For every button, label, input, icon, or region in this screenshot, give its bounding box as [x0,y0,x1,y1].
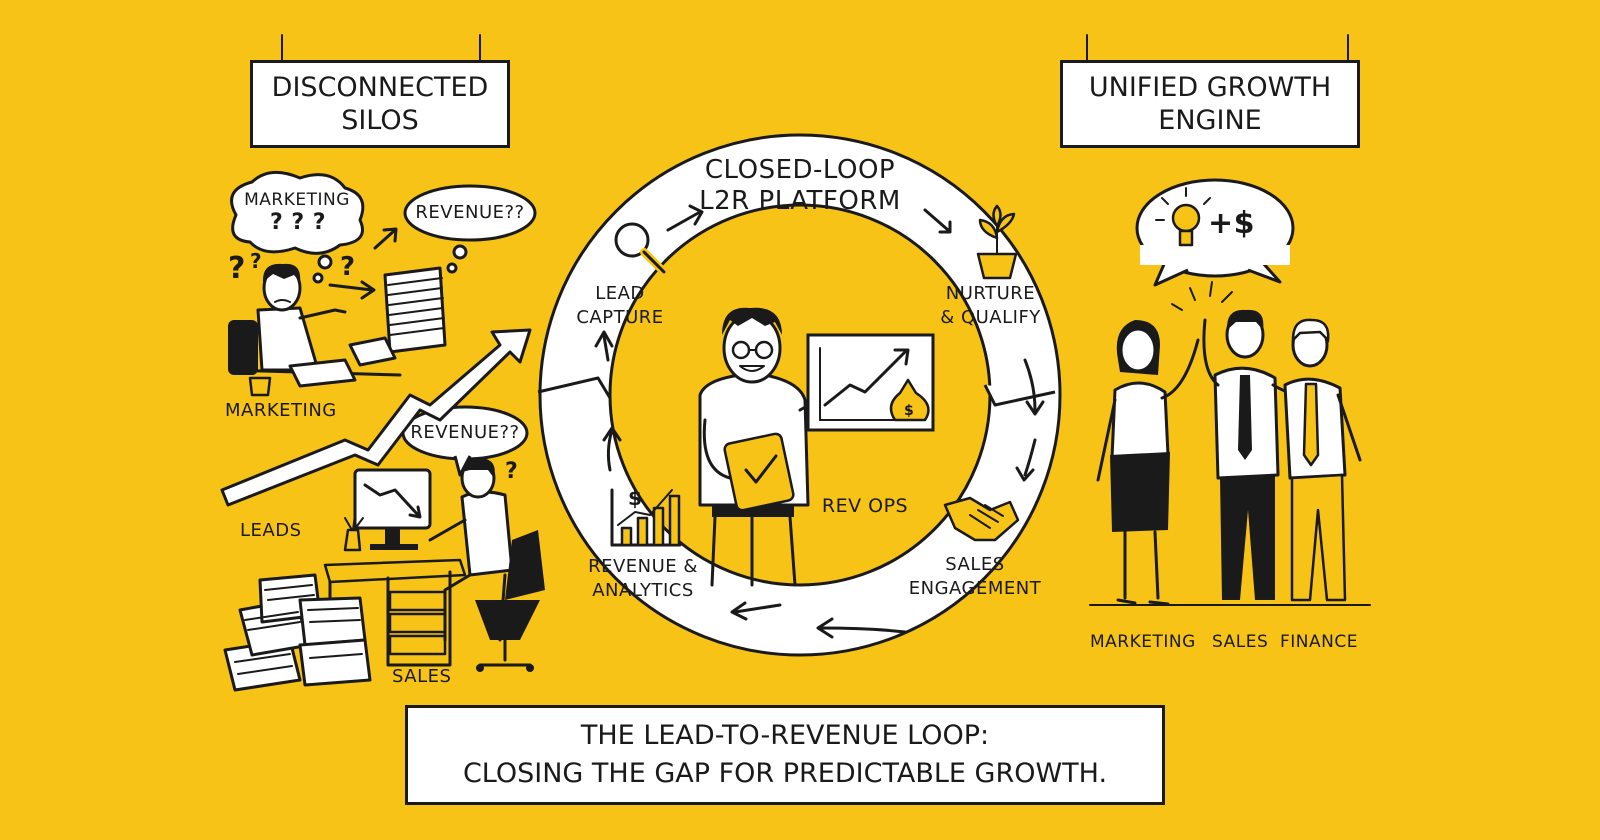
svg-text:?: ? [250,249,262,273]
money-bag-icon: $ [889,378,930,422]
stage-revenue-line1: Revenue & [588,556,698,577]
banner-line2: Closing the Gap for Predictable Growth. [462,758,1108,789]
revenue-speech-bubble-top [403,184,537,274]
loop-flow-arrows [594,204,1045,639]
left-title-line1: Disconnected [271,72,489,103]
right-title-line2: Engine [1158,105,1262,136]
left-label-marketing: Marketing [225,400,337,421]
stage-sales-line1: Sales [945,554,1005,575]
right-title-sign: Unified Growth Engine [1060,60,1360,148]
svg-text:?: ? [228,251,245,286]
lightbulb-icon [1155,187,1211,247]
handshake-icon [943,496,1020,542]
svg-text:$: $ [628,486,642,510]
sales-person [323,457,545,672]
plant-icon [976,204,1018,280]
left-label-leads: Leads [240,520,302,541]
team-label-finance: Finance [1280,632,1358,652]
stage-lead-capture-line2: Capture [576,307,664,328]
svg-text:?: ? [505,459,518,484]
stage-sales-line2: Engagement [908,578,1042,599]
svg-text:?: ? [340,252,355,282]
revenue-speech-bubble-mid [401,405,529,477]
team-figures [1089,309,1371,606]
bubble-revenue-top-label: Revenue?? [415,202,525,223]
left-title-line2: Silos [341,105,419,136]
bottom-banner: The Lead-to-Revenue Loop: Closing the Ga… [405,705,1165,805]
bubble-marketing-label: Marketing [244,190,350,210]
bar-chart-icon: $ [610,486,682,547]
magnifier-icon [614,222,668,276]
stage-revenue-analytics: Revenue & Analytics [578,555,708,603]
loop-title-line2: L2R Platform [699,186,901,216]
paper-stack [348,266,447,367]
rev-ops-figure [698,307,862,587]
bubble-revenue-mid-label: Revenue?? [410,422,520,443]
loop-title-line1: Closed-Loop [704,155,896,185]
left-small-arrows [328,227,398,300]
svg-text:$: $ [904,403,914,419]
stage-revenue-line2: Analytics [592,580,694,601]
stage-nurture-line2: & Qualify [940,307,1041,328]
team-label-marketing: Marketing [1090,632,1196,652]
stage-sales-engagement: Sales Engagement [900,553,1050,601]
team-label-sales: Sales [1212,632,1269,652]
growth-bubble-text: +$ [1208,206,1256,241]
marketing-thought-bubble [230,170,365,284]
stage-lead-capture-line1: Lead [595,283,645,304]
bubble-marketing-marks: ? ? ? [269,210,327,235]
stage-nurture-line1: Nurture [945,283,1036,304]
question-marks: ? ? ? ? [228,249,518,484]
growth-chart-board: $ [806,333,935,432]
right-title-line1: Unified Growth [1088,72,1332,103]
left-label-sales: Sales [392,666,452,687]
banner-line1: The Lead-to-Revenue Loop: [580,720,990,751]
marketing-person [228,263,402,397]
celebration-sparks [1171,281,1233,311]
left-title-sign: Disconnected Silos [250,60,510,148]
stage-lead-capture: Lead Capture [565,282,675,330]
growth-speech-bubble [1135,178,1295,287]
stage-nurture-qualify: Nurture & Qualify [928,282,1053,330]
broken-growth-arrow [220,328,532,507]
leads-paper-pile [223,573,372,692]
hub-label-rev-ops: Rev Ops [821,495,909,517]
left-sign-strings [281,34,1349,61]
